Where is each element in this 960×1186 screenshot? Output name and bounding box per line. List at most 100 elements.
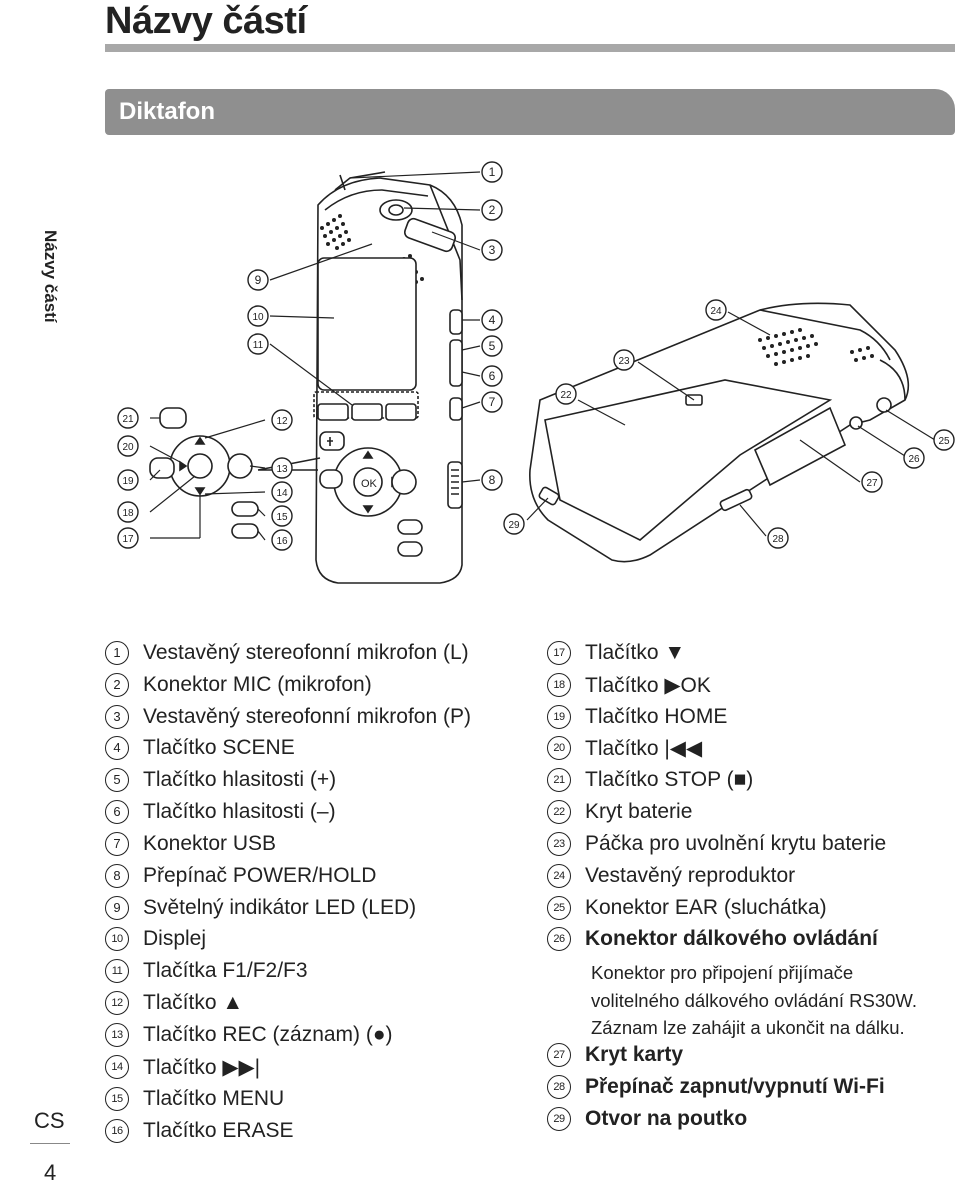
item-26-description-line: volitelného dálkového ovládání RS30W. (591, 990, 918, 1011)
svg-text:18: 18 (122, 508, 134, 519)
callout-25: 25 (933, 429, 955, 451)
item-label: Tlačítko STOP (■) (585, 768, 754, 791)
callout-16: 16 (271, 529, 293, 551)
callout-28: 28 (767, 527, 789, 549)
callout-5: 5 (481, 335, 503, 357)
svg-text:17: 17 (122, 534, 134, 545)
item-label: Tlačítka F1/F2/F3 (143, 959, 308, 982)
item-number: 27 (547, 1043, 571, 1067)
svg-text:9: 9 (255, 273, 262, 287)
item-number: 19 (547, 705, 571, 729)
item-number: 6 (105, 800, 129, 824)
item-label: Páčka pro uvolnění krytu baterie (585, 832, 887, 855)
svg-text:20: 20 (122, 442, 134, 453)
item-label: Tlačítko ▶OK (585, 673, 711, 697)
item-label: Konektor dálkového ovládání (585, 927, 878, 950)
item-number: 25 (547, 896, 571, 920)
item-number: 10 (105, 927, 129, 951)
item-label: Tlačítko ▲ (143, 991, 244, 1014)
list-item: 12 Tlačítko ▲ (105, 988, 243, 1018)
svg-text:13: 13 (276, 464, 288, 475)
item-number: 9 (105, 896, 129, 920)
item-number: 28 (547, 1075, 571, 1099)
svg-text:15: 15 (276, 512, 288, 523)
item-label: Tlačítko MENU (143, 1087, 285, 1110)
callout-4: 4 (481, 309, 503, 331)
item-number: 2 (105, 673, 129, 697)
callout-14: 14 (271, 481, 293, 503)
list-item: 14 Tlačítko ▶▶| (105, 1052, 260, 1082)
svg-text:27: 27 (866, 478, 878, 489)
item-number: 3 (105, 705, 129, 729)
item-label: Tlačítko SCENE (143, 736, 295, 759)
item-26-description-line: Záznam lze zahájit a ukončit na dálku. (591, 1017, 905, 1038)
item-number: 15 (105, 1087, 129, 1111)
item-label: Světelný indikátor LED (LED) (143, 896, 417, 919)
list-item: 27 Kryt karty (547, 1040, 683, 1070)
callout-20: 20 (117, 435, 139, 457)
footer-rule (30, 1143, 70, 1144)
svg-text:16: 16 (276, 536, 288, 547)
item-label: Tlačítko ▶▶| (143, 1055, 261, 1079)
svg-text:12: 12 (276, 416, 288, 427)
list-item: 23 Páčka pro uvolnění krytu baterie (547, 829, 886, 859)
item-label: Kryt karty (585, 1043, 684, 1066)
callout-7: 7 (481, 391, 503, 413)
callout-17: 17 (117, 527, 139, 549)
item-label: Tlačítko REC (záznam) (●) (143, 1023, 393, 1046)
svg-text:24: 24 (710, 306, 722, 317)
speaker-grille (758, 328, 874, 366)
section-title: Diktafon (119, 98, 215, 125)
list-item: 16 Tlačítko ERASE (105, 1116, 294, 1146)
item-label: Tlačítko HOME (585, 705, 728, 728)
svg-text:4: 4 (489, 313, 496, 327)
svg-text:19: 19 (122, 476, 134, 487)
svg-text:29: 29 (508, 520, 520, 531)
svg-text:8: 8 (489, 473, 496, 487)
item-label: Kryt baterie (585, 800, 693, 823)
callout-8: 8 (481, 469, 503, 491)
item-number: 7 (105, 832, 129, 856)
item-number: 16 (105, 1119, 129, 1143)
item-label: Tlačítko |◀◀ (585, 736, 703, 760)
item-number: 1 (105, 641, 129, 665)
list-item: 9 Světelný indikátor LED (LED) (105, 893, 416, 923)
item-label: Vestavěný reproduktor (585, 864, 796, 887)
callout-10: 10 (247, 305, 269, 327)
svg-text:1: 1 (489, 165, 496, 179)
item-number: 17 (547, 641, 571, 665)
svg-text:21: 21 (122, 414, 134, 425)
svg-text:6: 6 (489, 369, 496, 383)
item-label: Konektor USB (143, 832, 277, 855)
callout-29: 29 (503, 513, 525, 535)
callout-9: 9 (247, 269, 269, 291)
list-item: 7 Konektor USB (105, 829, 276, 859)
page-number: 4 (44, 1160, 57, 1185)
item-label: Displej (143, 927, 207, 950)
section-bar: Diktafon (105, 89, 955, 135)
item-number: 29 (547, 1107, 571, 1131)
item-number: 12 (105, 991, 129, 1015)
svg-text:14: 14 (276, 488, 288, 499)
item-number: 23 (547, 832, 571, 856)
callout-6: 6 (481, 365, 503, 387)
item-number: 4 (105, 736, 129, 760)
svg-text:3: 3 (489, 243, 496, 257)
item-label: Konektor EAR (sluchátka) (585, 896, 827, 919)
svg-text:11: 11 (253, 340, 264, 351)
callout-26: 26 (903, 447, 925, 469)
item-number: 8 (105, 864, 129, 888)
title-rule (105, 44, 955, 52)
item-number: 14 (105, 1055, 129, 1079)
callout-23: 23 (613, 349, 635, 371)
back-device-body (529, 302, 910, 563)
item-label: Tlačítko ERASE (143, 1119, 294, 1142)
